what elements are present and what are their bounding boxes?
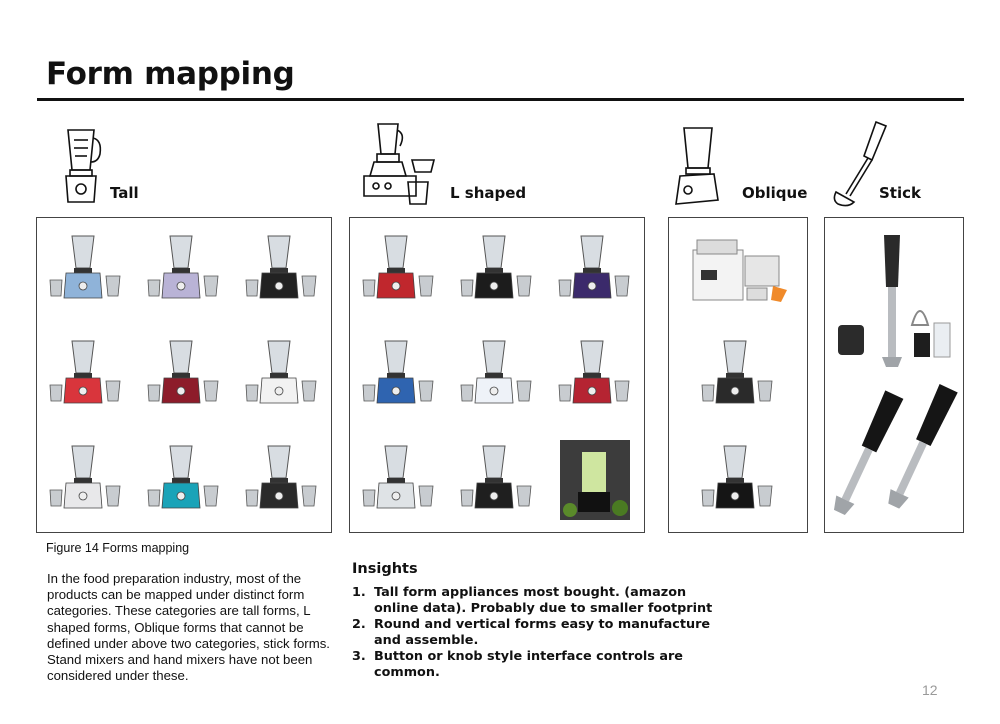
product-image	[546, 427, 644, 532]
product-image	[350, 323, 448, 428]
category-label-l-shaped: L shaped	[450, 184, 527, 202]
product-image	[135, 323, 233, 428]
title-rule	[37, 98, 964, 101]
intro-paragraph: In the food preparation industry, most o…	[47, 571, 330, 684]
product-image	[37, 427, 135, 532]
insight-text: Tall form appliances most bought. (amazo…	[374, 585, 713, 616]
insight-item: 3. Button or knob style interface control…	[352, 649, 732, 681]
category-label-oblique: Oblique	[742, 184, 808, 202]
product-image	[37, 218, 135, 323]
insight-text: Button or knob style interface controls …	[374, 649, 683, 680]
insights-heading: Insights	[352, 561, 418, 577]
product-image	[825, 218, 963, 375]
oblique-mixer-sketch-icon	[675, 127, 719, 205]
l-shaped-forms-panel	[349, 217, 645, 533]
stick-forms-panel	[824, 217, 964, 533]
insight-item: 1. Tall form appliances most bought. (ama…	[352, 585, 732, 617]
product-image	[37, 323, 135, 428]
product-image	[669, 323, 807, 428]
product-image	[546, 218, 644, 323]
insight-item: 2. Round and vertical forms easy to manuf…	[352, 617, 732, 649]
product-image	[546, 323, 644, 428]
product-image	[233, 323, 331, 428]
product-image	[448, 323, 546, 428]
stick-blender-sketch-icon	[833, 120, 888, 207]
insights-list: 1. Tall form appliances most bought. (ama…	[352, 585, 732, 681]
l-shaped-mixer-sketch-icon	[363, 123, 436, 205]
product-image	[233, 218, 331, 323]
insight-number: 2.	[352, 617, 366, 632]
product-image	[448, 218, 546, 323]
insight-text: Round and vertical forms easy to manufac…	[374, 617, 711, 648]
product-image	[350, 218, 448, 323]
product-image	[825, 375, 963, 532]
insight-number: 3.	[352, 649, 366, 664]
insight-number: 1.	[352, 585, 366, 600]
product-image	[669, 218, 807, 323]
product-image	[135, 427, 233, 532]
tall-forms-panel	[36, 217, 332, 533]
product-image	[233, 427, 331, 532]
product-image	[448, 427, 546, 532]
product-image	[669, 427, 807, 532]
product-image	[350, 427, 448, 532]
category-label-stick: Stick	[879, 184, 921, 202]
tall-mixer-sketch-icon	[65, 129, 102, 203]
product-image	[135, 218, 233, 323]
page-title: Form mapping	[46, 56, 295, 92]
page-number: 12	[922, 682, 938, 698]
oblique-forms-panel	[668, 217, 808, 533]
figure-caption: Figure 14 Forms mapping	[46, 541, 190, 555]
category-label-tall: Tall	[110, 184, 139, 202]
